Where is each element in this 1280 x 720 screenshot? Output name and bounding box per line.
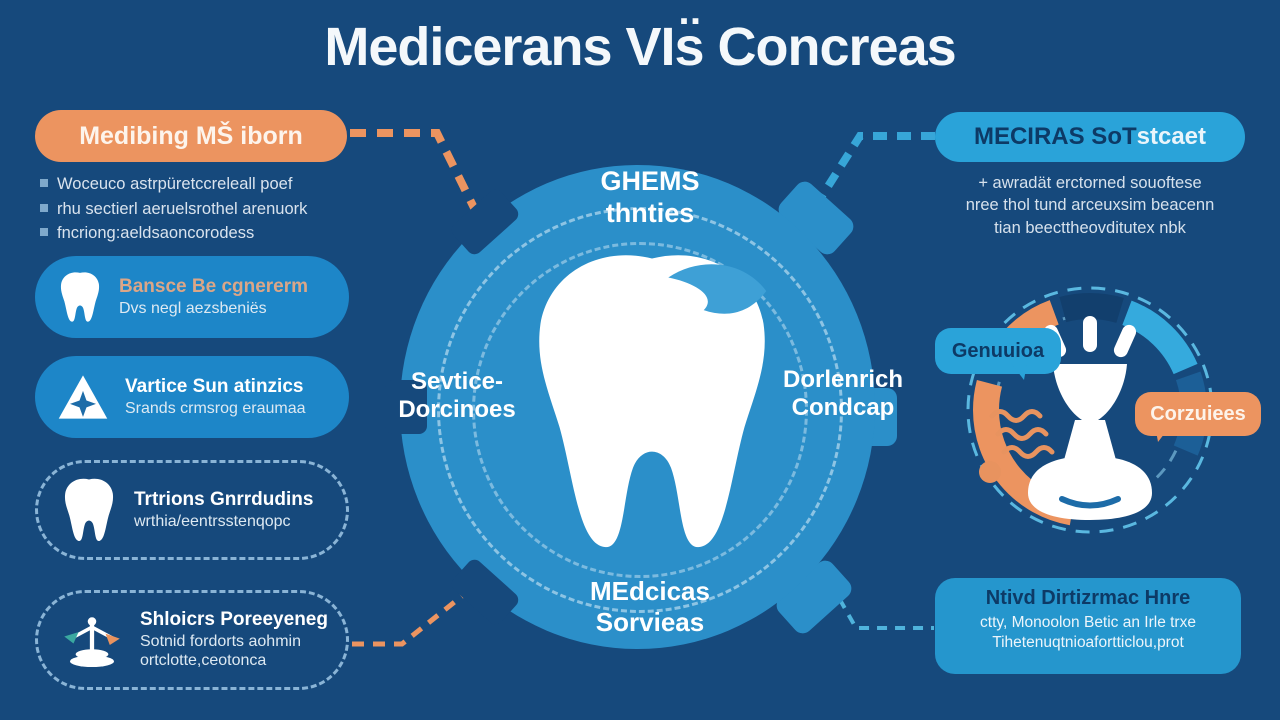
left-card-2: Vartice Sun atinzics Srands crmsrog erau… xyxy=(35,356,349,438)
tooth-icon xyxy=(57,271,103,324)
right-paragraph: + awradät erctorned souoftese nree thol … xyxy=(965,174,1215,237)
info-box-line: ctty, Monoolon Betic an Irle trxe xyxy=(980,614,1196,631)
left-card-3: Trtrions Gnrrdudins wrthia/eentrsstenqop… xyxy=(35,460,349,560)
bullet-square-icon xyxy=(40,203,48,212)
page-title: Medicerans VIs̈ Concreas xyxy=(324,17,956,77)
connector-bottom-left xyxy=(352,594,464,647)
warning-triangle-icon xyxy=(57,373,109,421)
bullet-text: Woceuco astrpüretccreleall poef xyxy=(57,175,293,193)
circle-notch xyxy=(385,380,427,434)
ring-segment-navy xyxy=(973,293,1207,527)
card-subtitle: Srands crmsrog eraumaa xyxy=(125,399,306,417)
bottom-right-info-box: Ntivd Dirtizrmac Hnre ctty, Monoolon Bet… xyxy=(935,578,1241,674)
center-label-left: Sevtice- Dorcinoes xyxy=(398,368,516,424)
card-subtitle: wrthia/eentrsstenqopc xyxy=(134,512,291,530)
bullet-square-icon xyxy=(40,228,48,237)
center-label-bottom: MEdcicas Sorvieas xyxy=(590,576,710,637)
card-subtitle: Dvs negl aezsbeniës xyxy=(119,299,267,317)
bullet-text: fncriong:aeldsaoncorodess xyxy=(57,224,255,243)
ring-segment-orange-large xyxy=(973,293,1207,527)
right-header-text-light: stcaet xyxy=(1136,123,1207,150)
left-card-4: Shloicrs Poreeyeneg Sotnid fordorts aohm… xyxy=(35,590,349,690)
bullet-square-icon xyxy=(40,179,48,187)
card-title: Shloicrs Poreeyeneg xyxy=(140,609,328,631)
left-card-1: Bansce Be cgnererm Dvs negl aezsbeniës xyxy=(35,256,349,338)
tooth-icon xyxy=(539,255,767,548)
left-section-header: Medibing MŠ iborn xyxy=(35,110,347,162)
card-title: Vartice Sun atinzics xyxy=(125,376,304,397)
orange-dot-icon xyxy=(979,461,1001,483)
center-label-right: Dorlenrich Condcap xyxy=(782,366,904,422)
scales-icon xyxy=(60,610,124,670)
info-box-title: Ntivd Dirtizrmac Hnre xyxy=(985,587,1191,609)
left-bullet-list: Woceuco astrpüretccreleall poef rhu sect… xyxy=(40,174,352,248)
bullet-item: rhu sectierl aeruelsrothel arenuork xyxy=(40,199,352,220)
card-subtitle-2: ortclotte,ceotonca xyxy=(140,652,267,670)
info-box-line: Tihetenuqtnioafortticlou,prot xyxy=(992,634,1184,652)
bullet-item: fncriong:aeldsaoncorodess xyxy=(40,223,352,244)
dashed-ring-inner xyxy=(472,242,808,578)
pawn-icon xyxy=(1028,316,1152,520)
bullet-text: rhu sectierl aeruelsrothel arenuork xyxy=(57,199,308,218)
speech-bubble-orange: Corzuiees xyxy=(1135,392,1261,442)
dashed-ring-outer xyxy=(437,207,843,613)
card-title: Bansce Be cgnererm xyxy=(119,276,309,297)
bullet-item: Woceuco astrpüretccreleall poef xyxy=(40,174,352,195)
card-title: Trtrions Gnrrdudins xyxy=(134,489,314,510)
tooth-icon xyxy=(60,477,118,544)
squiggle-lines-icon xyxy=(989,409,1055,459)
speech-bubble-blue: Genuuioa xyxy=(935,328,1061,380)
right-header-text: MECIRAS SoT xyxy=(973,123,1137,150)
right-section-header: MECIRAS SoT stcaet xyxy=(935,112,1245,162)
center-label-top: GHEMS thnties xyxy=(600,166,700,228)
card-subtitle: Sotnid fordorts aohmin xyxy=(140,633,301,651)
